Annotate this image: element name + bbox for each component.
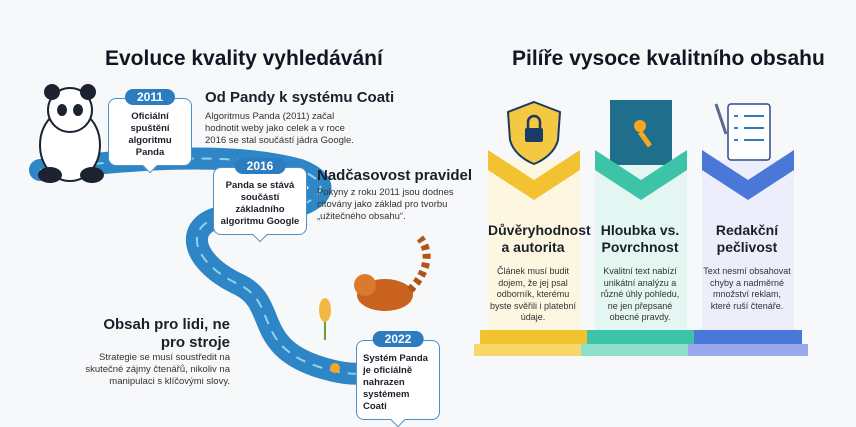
milestone-2022: 2022 Systém Panda je oficiálně nahrazen …	[356, 331, 440, 420]
pillar-text: Kvalitní text nabízí unikátní analýzu a …	[600, 266, 680, 322]
shield-lock-icon	[506, 100, 562, 166]
section-title: Obsah pro lidi, ne pro stroje	[103, 316, 230, 351]
pillar-editorial: Redakční pečlivost Text nesmí obsahovat …	[702, 170, 792, 340]
plant-icon	[319, 298, 331, 340]
pillar-teal	[581, 100, 701, 356]
section-text: Strategie se musí soustředit na skutečné…	[85, 352, 230, 387]
coati-icon	[354, 235, 431, 311]
milestone-year: 2022	[372, 331, 424, 347]
pillar-yellow	[474, 150, 594, 356]
milestone-year: 2011	[124, 89, 176, 105]
milestone-year: 2016	[234, 158, 286, 174]
pillar-text: Článek musí budit dojem, že jej psal odb…	[489, 266, 577, 322]
checklist-scroll-icon	[714, 103, 771, 161]
left-title: Evoluce kvality vyhledávání	[105, 47, 383, 70]
pillar-depth: Hloubka vs. Povrchnost Kvalitní text nab…	[595, 170, 685, 340]
pillar-title: Důvěryhodnost a autorita	[488, 222, 591, 255]
pillar-blue	[688, 150, 808, 356]
section-title: Nadčasovost pravidel	[317, 167, 473, 184]
pillar-text: Text nesmí obsahovat chyby a nadměrné mn…	[703, 266, 791, 311]
right-title: Pilíře vysoce kvalitního obsahu	[512, 47, 825, 70]
section-text: Algoritmus Panda (2011) začal hodnotit w…	[205, 111, 354, 146]
pillars-illustration	[474, 100, 808, 356]
pillar-title: Hloubka vs. Povrchnost	[600, 222, 680, 255]
milestone-text: Oficiální spuštění algoritmu Panda	[128, 111, 172, 158]
milestone-2011: 2011 Oficiální spuštění algoritmu Panda	[108, 89, 192, 166]
pillar-trust: Důvěryhodnost a autorita Článek musí bud…	[488, 170, 591, 340]
section-text: Pokyny z roku 2011 jsou dodnes citovány …	[317, 187, 454, 222]
section-title: Od Pandy k systému Coati	[205, 89, 395, 106]
milestone-text: Systém Panda je oficiálně nahrazen systé…	[363, 353, 428, 412]
milestone-2016: 2016 Panda se stává součástí základního …	[213, 158, 307, 235]
panda-icon	[38, 84, 104, 183]
milestone-dot	[330, 363, 340, 373]
diver-icon	[634, 120, 653, 148]
milestone-text: Panda se stává součástí základního algor…	[220, 180, 300, 227]
pillar-title: Redakční pečlivost	[715, 222, 779, 255]
